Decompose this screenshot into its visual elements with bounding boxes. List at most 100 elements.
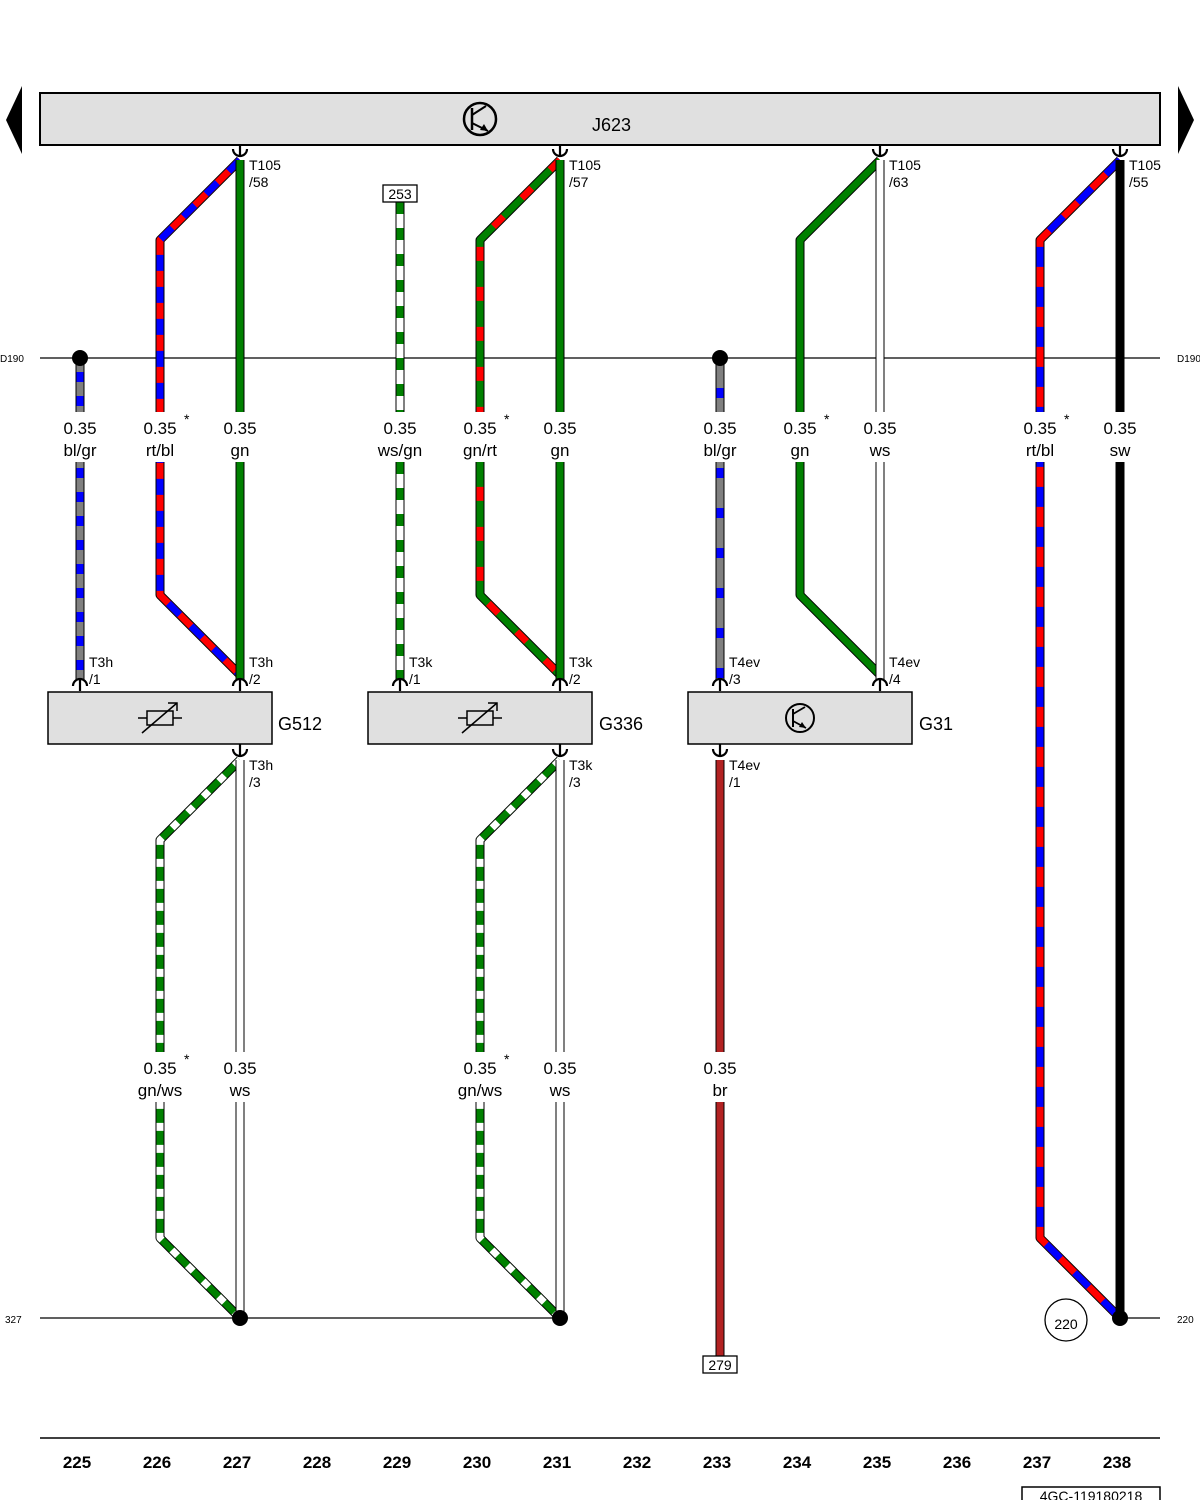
wire-230b[interactable] [475, 756, 564, 1322]
wire-size-230: 0.35 [463, 419, 496, 438]
pin-t3k-2-num: /2 [569, 671, 581, 687]
transistor-icon [462, 101, 498, 137]
component-label-g512: G512 [278, 714, 322, 734]
wire-color-234: gn [791, 441, 810, 460]
connector-mid-0[interactable] [71, 677, 89, 691]
column-number: 227 [223, 1453, 251, 1472]
potentiometer-icon [138, 702, 182, 734]
pin-t3h-2-num: /2 [249, 671, 261, 687]
ref-253-label: 253 [388, 186, 412, 202]
column-number: 228 [303, 1453, 331, 1472]
pin-t105-55: T105 [1129, 157, 1161, 173]
wire-size-227b: 0.35 [223, 1059, 256, 1078]
bus-label-right: D190 [1177, 354, 1200, 365]
column-number: 235 [863, 1453, 891, 1472]
ref-box-253[interactable] [382, 184, 418, 203]
connector-low-2[interactable] [711, 744, 729, 758]
pin-t3k-2: T3k [569, 654, 593, 670]
junction-dot [712, 350, 728, 366]
ground-label-left: 327 [5, 1315, 22, 1326]
sensor-box-g31[interactable] [687, 691, 913, 745]
ref-circle-220[interactable] [1044, 1298, 1088, 1342]
column-number: 238 [1103, 1453, 1131, 1472]
pin-t105-58: T105 [249, 157, 281, 173]
wire-color-235: ws [869, 441, 891, 460]
wire-labels: 0.35 bl/gr 0.35 rt/bl * 0.35 gn 0.35 ws/… [58, 411, 1142, 1102]
connector-top-3[interactable] [1111, 144, 1129, 158]
wire-color-225: bl/gr [63, 441, 96, 460]
column-number: 233 [703, 1453, 731, 1472]
pin-t3k-3: T3k [569, 757, 593, 773]
wire-size-237: 0.35 [1023, 419, 1056, 438]
connector-mid-1[interactable] [231, 677, 249, 691]
wire-color-238: sw [1110, 441, 1132, 460]
wire-color-230b: gn/ws [458, 1081, 502, 1100]
sensor-box-g512[interactable] [47, 691, 273, 745]
arrow-right-icon[interactable] [1178, 86, 1194, 154]
component-label-g31: G31 [919, 714, 953, 734]
wires-layer [75, 156, 1125, 1356]
pin-t4ev-3: T4ev [729, 654, 760, 670]
wire-mark-234: * [824, 411, 830, 427]
pin-t3k-3-num: /3 [569, 774, 581, 790]
connector-top-2[interactable] [871, 144, 889, 158]
control-unit-label: J623 [592, 115, 631, 135]
wire-color-226: rt/bl [146, 441, 174, 460]
pin-t105-57-num: /57 [569, 174, 589, 190]
connector-mid-3[interactable] [551, 677, 569, 691]
arrow-left-icon[interactable] [6, 86, 22, 154]
column-number: 236 [943, 1453, 971, 1472]
wire-size-231b: 0.35 [543, 1059, 576, 1078]
wire-color-230: gn/rt [463, 441, 497, 460]
pin-t4ev-1: T4ev [729, 757, 760, 773]
column-number: 232 [623, 1453, 651, 1472]
column-number: 229 [383, 1453, 411, 1472]
ref-box-279[interactable] [702, 1355, 738, 1374]
pin-t105-63: T105 [889, 157, 921, 173]
junction-dot [552, 1310, 568, 1326]
column-number: 225 [63, 1453, 91, 1472]
column-number: 226 [143, 1453, 171, 1472]
connector-low-0[interactable] [231, 744, 249, 758]
control-unit-box[interactable] [39, 92, 1161, 146]
connector-mid-5[interactable] [871, 677, 889, 691]
wire-237[interactable] [1035, 156, 1124, 1322]
wire-color-227: gn [231, 441, 250, 460]
column-number: 230 [463, 1453, 491, 1472]
ref-279-label: 279 [708, 1357, 732, 1373]
column-number: 234 [783, 1453, 812, 1472]
wire-color-231b: ws [549, 1081, 571, 1100]
column-number: 231 [543, 1453, 571, 1472]
wire-size-225: 0.35 [63, 419, 96, 438]
wire-mark-230: * [504, 411, 510, 427]
wire-size-234: 0.35 [783, 419, 816, 438]
connector-top-1[interactable] [551, 144, 569, 158]
pins-layer [71, 144, 1129, 758]
pin-t3h-1: T3h [89, 654, 113, 670]
wire-color-226b: gn/ws [138, 1081, 182, 1100]
pin-t4ev-4-num: /4 [889, 671, 901, 687]
junction-dot [232, 1310, 248, 1326]
pin-t3h-3: T3h [249, 757, 273, 773]
transistor-icon [785, 703, 815, 733]
connector-mid-2[interactable] [391, 677, 409, 691]
pin-t105-63-num: /63 [889, 174, 909, 190]
pin-t105-57: T105 [569, 157, 601, 173]
pin-labels: T105 /58 T105 /57 T105 /63 T105 /55 T3h … [89, 157, 1161, 790]
wire-mark-230b: * [504, 1051, 510, 1067]
wire-color-229: ws/gn [377, 441, 422, 460]
pin-t3h-2: T3h [249, 654, 273, 670]
pin-t4ev-4: T4ev [889, 654, 920, 670]
wire-color-233: bl/gr [703, 441, 736, 460]
wire-mark-226: * [184, 411, 190, 427]
bus-label-left: D190 [0, 354, 24, 365]
wire-size-230b: 0.35 [463, 1059, 496, 1078]
connector-top-0[interactable] [231, 144, 249, 158]
wire-226b[interactable] [155, 756, 244, 1322]
wire-size-226: 0.35 [143, 419, 176, 438]
connector-low-1[interactable] [551, 744, 569, 758]
connector-mid-4[interactable] [711, 677, 729, 691]
pin-t105-58-num: /58 [249, 174, 269, 190]
